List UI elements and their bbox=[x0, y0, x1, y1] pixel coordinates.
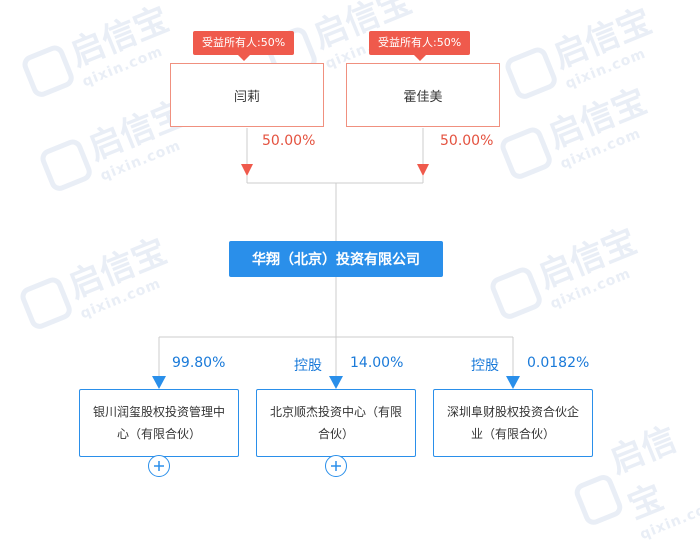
shareholder-name: 霍佳美 bbox=[403, 89, 443, 105]
investment-box[interactable]: 银川润玺股权投资管理中心（有限合伙） bbox=[79, 389, 239, 457]
investment-name: 北京顺杰投资中心（有限合伙） bbox=[269, 405, 402, 441]
shareholder-box[interactable]: 闫莉 bbox=[170, 63, 324, 127]
investment-percent: 14.00% bbox=[350, 355, 404, 371]
expand-button[interactable] bbox=[325, 455, 347, 477]
investment-percent: 99.80% bbox=[172, 355, 226, 371]
company-name: 华翔（北京）投资有限公司 bbox=[252, 252, 420, 268]
investment-box[interactable]: 北京顺杰投资中心（有限合伙） bbox=[256, 389, 416, 457]
arrow-down-icon bbox=[152, 376, 166, 389]
arrow-down-icon bbox=[241, 164, 253, 176]
arrow-down-icon bbox=[329, 376, 343, 389]
beneficial-owner-tag: 受益所有人:50% bbox=[369, 31, 471, 61]
plus-icon bbox=[331, 461, 341, 471]
beneficial-owner-tag: 受益所有人:50% bbox=[193, 31, 295, 61]
shareholder-percent: 50.00% bbox=[440, 133, 494, 149]
investment-box[interactable]: 深圳阜财股权投资合伙企业（有限合伙） bbox=[433, 389, 593, 457]
shareholder-box[interactable]: 霍佳美 bbox=[346, 63, 500, 127]
shareholder-name: 闫莉 bbox=[233, 89, 260, 105]
investment-name: 银川润玺股权投资管理中心（有限合伙） bbox=[92, 405, 225, 441]
plus-icon bbox=[154, 461, 164, 471]
control-label: 控股 bbox=[471, 358, 499, 374]
shareholder-percent: 50.00% bbox=[262, 133, 316, 149]
arrow-down-icon bbox=[417, 164, 429, 176]
company-box[interactable]: 华翔（北京）投资有限公司 bbox=[229, 241, 443, 277]
arrow-down-icon bbox=[506, 376, 520, 389]
expand-button[interactable] bbox=[148, 455, 170, 477]
investment-percent: 0.0182% bbox=[527, 355, 590, 371]
control-label: 控股 bbox=[294, 358, 322, 374]
investment-name: 深圳阜财股权投资合伙企业（有限合伙） bbox=[446, 405, 579, 441]
connector-lines bbox=[152, 128, 520, 389]
